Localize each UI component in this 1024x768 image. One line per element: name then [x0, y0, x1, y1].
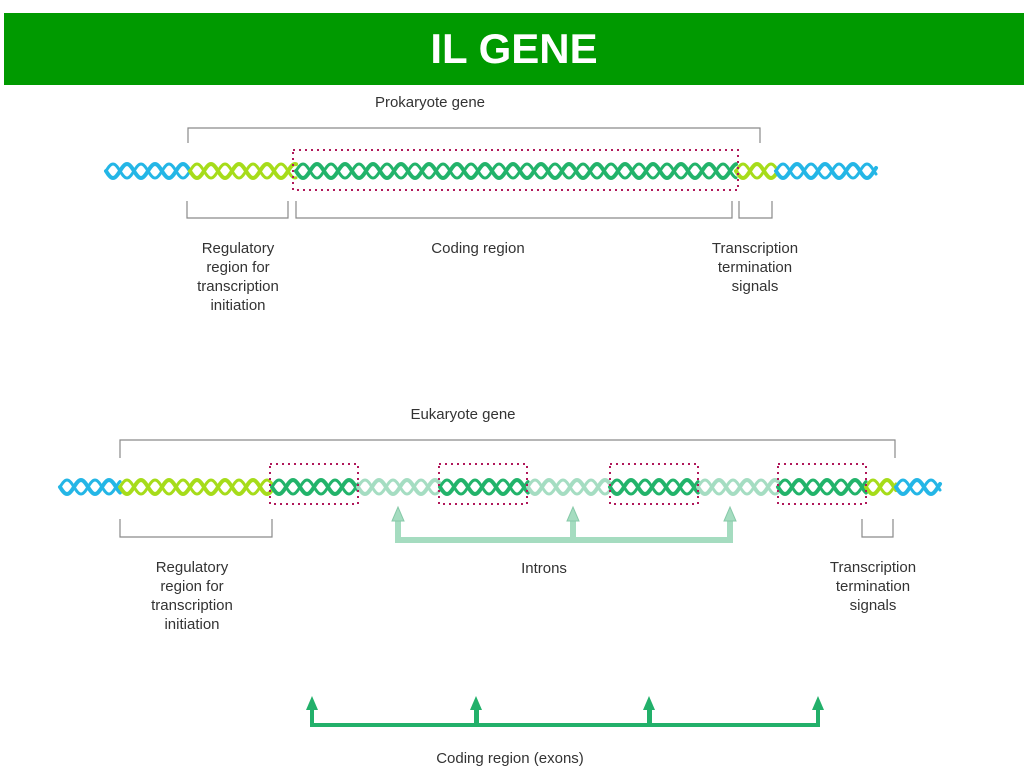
prokaryote-coding-label: Coding region: [431, 240, 525, 257]
exons-label: Coding region (exons): [436, 750, 584, 767]
exon-box-4: [777, 463, 867, 505]
prokaryote-regulatory-label: Regulatory region for transcription init…: [197, 240, 279, 314]
prokaryote-coding-bracket: [295, 201, 733, 219]
prokaryote-termination-label: Transcription termination signals: [711, 240, 799, 295]
exons-arrow: [306, 696, 824, 727]
prokaryote-regulatory-bracket: [186, 201, 289, 219]
eukaryote-gene-title: Eukaryote gene: [410, 406, 516, 423]
eukaryote-regulatory-label: Regulatory region for transcription init…: [151, 559, 233, 633]
introns-label: Introns: [521, 560, 567, 577]
exon-box-2: [438, 463, 528, 505]
eukaryote-dna-strand: [58, 477, 942, 497]
eukaryote-gene-bracket: [119, 439, 896, 458]
eukaryote-termination-label: Transcription termination signals: [829, 559, 917, 614]
prokaryote-termination-bracket: [738, 201, 773, 219]
exon-box-3: [609, 463, 699, 505]
prokaryote-coding-box: [292, 149, 739, 191]
prokaryote-gene-bracket: [187, 127, 761, 143]
prokaryote-gene-title: Prokaryote gene: [374, 94, 486, 111]
prokaryote-dna-strand: [104, 161, 878, 181]
exon-box-1: [269, 463, 359, 505]
page-title: IL GENE: [430, 25, 598, 72]
introns-arrow: [391, 505, 737, 543]
eukaryote-termination-bracket: [861, 519, 894, 538]
title-bar: IL GENE: [4, 13, 1024, 85]
eukaryote-regulatory-bracket: [119, 519, 273, 538]
